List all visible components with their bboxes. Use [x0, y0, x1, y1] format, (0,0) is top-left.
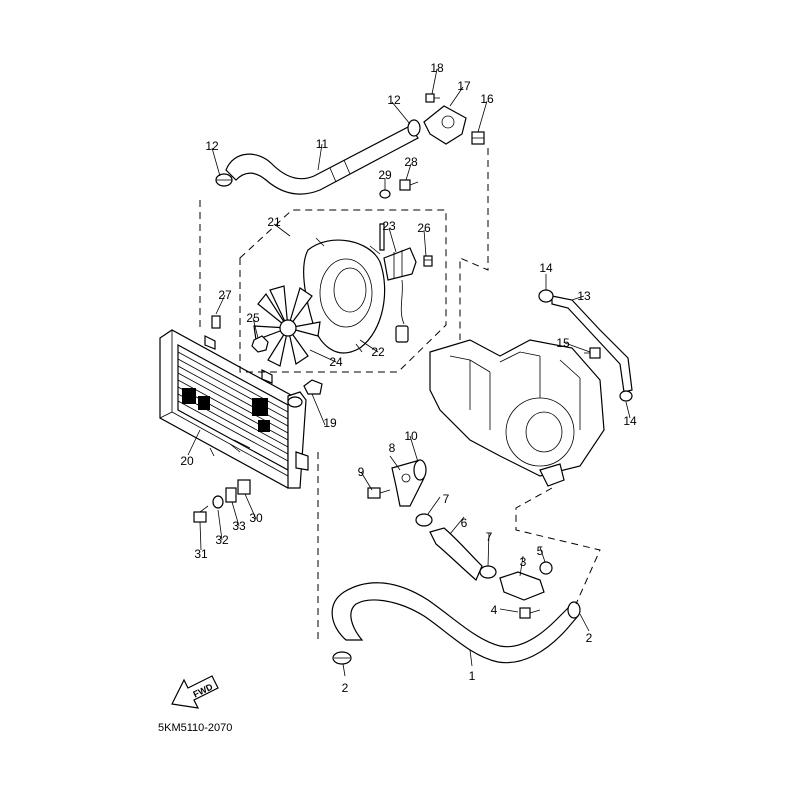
callout-15: 15	[556, 336, 570, 350]
callout-18: 18	[430, 61, 444, 75]
callout-26: 26	[417, 221, 431, 235]
callout-28: 28	[404, 155, 418, 169]
washer-32	[212, 495, 224, 509]
fwd-arrow-icon: FWD	[171, 675, 219, 709]
callout-19: 19	[323, 416, 337, 430]
callout-25: 25	[246, 311, 260, 325]
hose-clamp-12-upper	[407, 119, 421, 137]
pipe-33	[225, 487, 237, 503]
routing-guide	[199, 148, 489, 340]
callout-31: 31	[194, 547, 208, 561]
callout-14-upper: 14	[539, 261, 553, 275]
callout-24: 24	[329, 355, 343, 369]
callout-8: 8	[389, 441, 396, 455]
drain-bolt-31	[193, 505, 209, 523]
bolt-9	[367, 487, 391, 499]
radiator-core-fins	[177, 351, 289, 462]
radiator	[159, 329, 309, 489]
hose-clamp-2-left	[332, 651, 352, 665]
hose-clamp-7-upper	[415, 513, 433, 527]
callout-11: 11	[316, 137, 329, 151]
bolt-18	[425, 93, 440, 103]
callout-30: 30	[249, 511, 263, 525]
bolt-28	[399, 179, 419, 191]
lower-hose-1	[331, 582, 579, 664]
hose-clamp-14-upper	[538, 289, 554, 303]
hose-clamp-12-left	[215, 173, 233, 187]
callout-23: 23	[382, 219, 396, 233]
callout-5: 5	[537, 544, 544, 558]
callout-3: 3	[520, 555, 527, 569]
callout-29: 29	[378, 168, 392, 182]
callout-32: 32	[215, 533, 229, 547]
hose-clamp-7-lower	[479, 565, 497, 579]
hose-clamp-14-lower	[619, 390, 633, 402]
fan-blade	[253, 285, 321, 367]
callout-2-right: 2	[586, 631, 593, 645]
hose-30	[237, 479, 251, 495]
nut-25	[251, 335, 269, 353]
callout-33: 33	[232, 519, 246, 533]
callout-16: 16	[480, 92, 494, 106]
callout-4: 4	[491, 603, 498, 617]
o-ring-10	[413, 459, 427, 481]
callout-10: 10	[404, 429, 418, 443]
callout-27: 27	[218, 288, 232, 302]
callout-2-left: 2	[342, 681, 349, 695]
callout-9: 9	[358, 465, 365, 479]
leader-lines	[187, 68, 631, 677]
screw-26	[423, 255, 433, 267]
callout-13: 13	[577, 289, 591, 303]
washer-29	[379, 189, 391, 199]
radiator-cap	[303, 379, 323, 395]
callout-22: 22	[371, 345, 385, 359]
bolt-4	[519, 607, 541, 619]
clip-27	[211, 315, 221, 329]
o-ring-5	[539, 561, 553, 575]
hose-3	[499, 571, 545, 601]
engine-block	[429, 339, 605, 487]
hose-6	[429, 527, 483, 581]
thermostat-cover	[423, 105, 467, 145]
fan-motor	[379, 223, 417, 343]
thermostat-16	[471, 131, 485, 145]
callout-20: 20	[180, 454, 194, 468]
callout-6: 6	[461, 516, 468, 530]
hose-clamp-2-right	[567, 601, 581, 619]
diagram-code: 5KM5110-2070	[158, 722, 232, 734]
callout-1: 1	[469, 669, 476, 683]
callout-12-upper: 12	[387, 93, 401, 107]
bolt-15	[584, 347, 601, 359]
callout-17: 17	[457, 79, 471, 93]
fan-assembly-boundary	[239, 209, 447, 373]
callout-7-lower: 7	[486, 530, 493, 544]
callout-14-lower: 14	[623, 414, 637, 428]
routing-guide	[317, 452, 601, 640]
callout-12-left: 12	[205, 139, 219, 153]
callout-7-upper: 7	[443, 492, 450, 506]
callout-21: 21	[267, 215, 281, 229]
